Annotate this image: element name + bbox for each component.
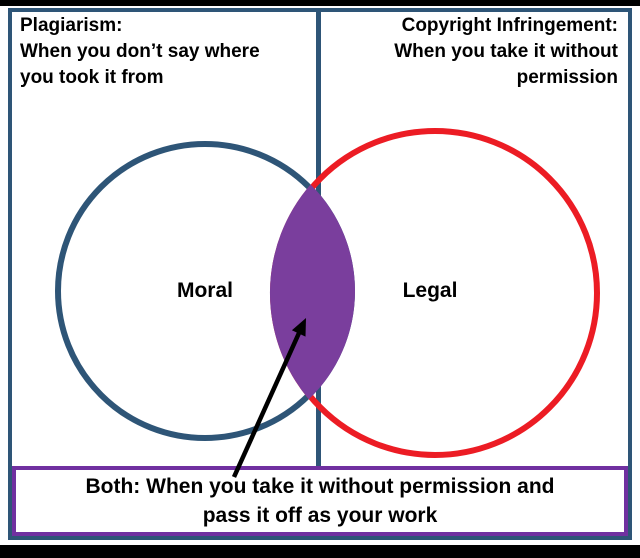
both-banner-line1: Both: When you take it without permissio… — [85, 475, 555, 498]
copyright-definition: Copyright Infringement: When you take it… — [348, 13, 618, 91]
copyright-line2: When you take it without — [394, 41, 618, 62]
top-black-bar — [0, 0, 640, 6]
legal-label: Legal — [402, 279, 458, 302]
plagiarism-line2: When you don’t say where — [20, 41, 260, 62]
bottom-black-bar — [0, 545, 640, 558]
moral-label: Moral — [176, 279, 233, 302]
plagiarism-definition: Plagiarism: When you don’t say where you… — [20, 13, 310, 91]
plagiarism-line3: you took it from — [20, 67, 164, 88]
copyright-line3: permission — [516, 67, 618, 88]
copyright-title: Copyright Infringement: — [401, 15, 618, 36]
plagiarism-title: Plagiarism: — [20, 15, 123, 36]
both-banner-line2: pass it off as your work — [202, 504, 438, 527]
both-banner: Both: When you take it without permissio… — [12, 466, 628, 536]
